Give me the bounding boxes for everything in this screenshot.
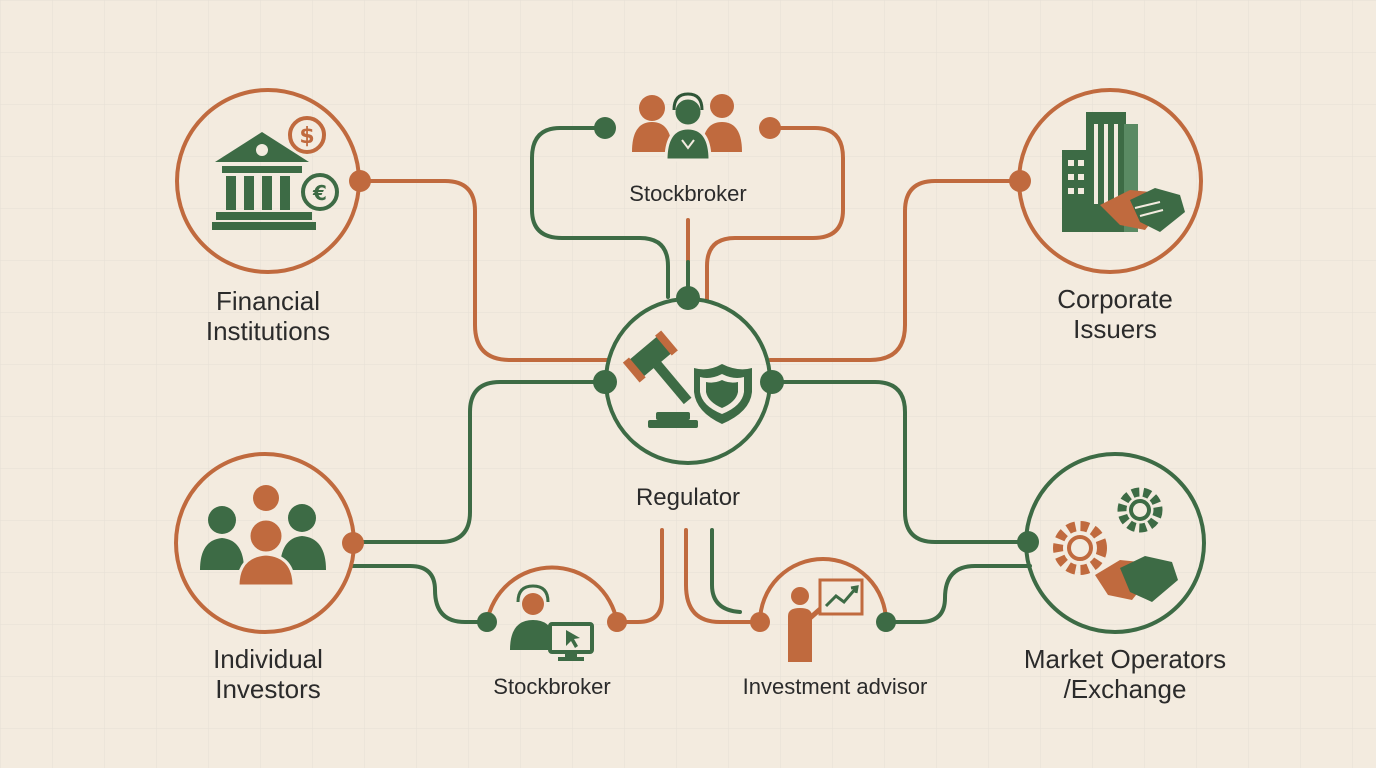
building-handshake-icon: [1062, 112, 1185, 232]
dot: [594, 117, 616, 139]
label-stockbroker-top: Stockbroker: [629, 181, 747, 206]
dot: [1009, 170, 1031, 192]
dot: [477, 612, 497, 632]
label-financial-line1: Financial: [215, 286, 321, 316]
broker-people-icon: [632, 92, 742, 162]
connector-stockbroker-top-left: [530, 126, 670, 299]
label-regulator: Regulator: [635, 484, 741, 511]
label-individual-investors: Individual Investors: [168, 644, 368, 705]
connector-financial-regulator: [358, 179, 610, 362]
dot: [1017, 531, 1039, 553]
connector-dots: [342, 117, 1039, 632]
headset-monitor-icon: [510, 584, 594, 661]
label-corporate-line2: Issuers: [1073, 313, 1157, 344]
label-market-line1: Market Operators: [1023, 644, 1227, 674]
dot: [342, 532, 364, 554]
dot: [876, 612, 896, 632]
dot: [750, 612, 770, 632]
presenter-chart-icon: [788, 578, 864, 662]
connector-regulator-market: [768, 380, 1030, 544]
gears-handshake-icon: [1053, 487, 1178, 602]
label-market-operators: Market Operators /Exchange: [990, 644, 1260, 705]
arc-investment-advisor: [758, 557, 888, 624]
connector-corporate-regulator: [768, 179, 1022, 362]
gavel-shield-icon: [622, 330, 752, 428]
label-individual-line1: Individual: [213, 644, 323, 674]
dot: [760, 370, 784, 394]
connector-regulator-investors: [351, 380, 607, 544]
dot: [759, 117, 781, 139]
connector-advisor-market: [884, 564, 1032, 624]
dot: [676, 286, 700, 310]
svg-text:€: €: [312, 181, 327, 205]
bank-currency-icon: $ €: [212, 116, 339, 230]
svg-text:$: $: [299, 124, 314, 149]
connector-regulator-advisor-1: [684, 528, 762, 624]
connector-stockbroker-regulator: [615, 528, 664, 624]
connector-stockbroker-top-right: [705, 126, 845, 302]
connector-investors-stockbroker: [351, 564, 489, 624]
label-corporate-issuers: Corporate Issuers: [1015, 284, 1215, 345]
dot: [593, 370, 617, 394]
label-individual-line2: Investors: [215, 673, 321, 704]
label-corporate-line1: Corporate: [1057, 284, 1173, 314]
connector-regulator-advisor-2: [710, 528, 742, 614]
dot: [349, 170, 371, 192]
label-stockbroker-bottom: Stockbroker: [493, 674, 611, 699]
label-market-line2: /Exchange: [1063, 673, 1187, 704]
label-financial-institutions: Financial Institutions: [168, 286, 368, 347]
label-financial-line2: Institutions: [205, 315, 331, 346]
label-investment-advisor: Investment advisor: [742, 674, 928, 699]
connectors: [351, 126, 1032, 624]
arc-stockbroker-bottom: [485, 565, 619, 624]
people-group-icon: [200, 485, 326, 588]
dot: [607, 612, 627, 632]
